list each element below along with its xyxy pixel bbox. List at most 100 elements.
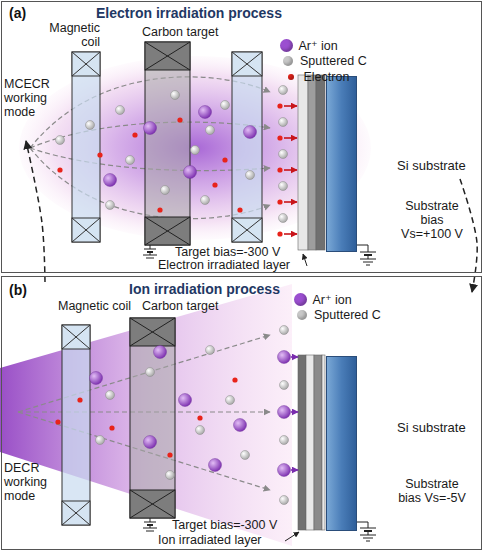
bias-supply-part [144, 522, 156, 523]
substrate-layers-part [298, 355, 306, 530]
bias-supply-part [146, 531, 154, 532]
magnetic-coil-part [62, 501, 90, 525]
bias-supply-part [360, 535, 376, 536]
bias-supply-part [150, 518, 151, 522]
bias-supply-part [363, 538, 373, 539]
substrate-layers-part [322, 355, 325, 530]
legend-swatch [280, 39, 293, 52]
magnetic-coil-part [62, 501, 90, 525]
particles-part [277, 231, 282, 236]
particles-part [201, 196, 210, 205]
magnetic-coil-part [72, 52, 100, 242]
particles-part [212, 182, 217, 187]
particles-part [116, 106, 125, 115]
particles-part [234, 419, 247, 432]
substrate-block: Si substrate [326, 356, 357, 531]
legend-swatch [283, 56, 293, 66]
particles-part [237, 207, 242, 212]
carbon-target-part [145, 42, 190, 70]
legend-entry: Sputtered C [295, 308, 381, 322]
magnetic-coil-part [232, 52, 262, 242]
bias-supply-part [143, 528, 157, 529]
particles-part [279, 86, 288, 95]
leader-line [285, 532, 299, 541]
particles-part [96, 436, 105, 445]
carbon-target-part [130, 318, 175, 346]
particles-part [184, 166, 197, 179]
magnetic-coil-part [62, 325, 90, 349]
particles-part [109, 425, 114, 430]
plasma-beam [0, 284, 292, 546]
layer-label: Electron irradiated layer [158, 259, 290, 273]
particles-part [280, 436, 289, 445]
bias-supply-part [150, 245, 151, 249]
substrate-layers-part [308, 75, 316, 250]
carbon-target-part [130, 490, 175, 518]
particles-part [97, 152, 102, 157]
particles-part [197, 415, 202, 420]
particles-part [291, 356, 298, 358]
bias-supply-part [366, 541, 370, 542]
part-label: Magnetic coil [34, 22, 100, 50]
substrate-layers-part [306, 355, 314, 530]
carbon-target-part [145, 42, 190, 245]
particles-part [277, 135, 282, 140]
carbon-target-part [130, 318, 175, 346]
particles-part [171, 91, 180, 100]
panel-title: Electron irradiation process [96, 5, 282, 21]
particles-part [232, 377, 237, 382]
mode-label: MCECR working mode [4, 78, 64, 119]
process-panel: (b)Ion irradiation processSi substrate [1, 276, 482, 550]
particles-part [284, 105, 297, 107]
particles-part [144, 436, 157, 449]
layer-label: Ion irradiated layer [158, 534, 262, 548]
magnetic-coil-part [232, 52, 262, 76]
substrate-layers-part [316, 75, 325, 250]
particles-part [86, 121, 95, 130]
bias-supply-part [360, 252, 376, 253]
legend-entry: Sputtered C [281, 54, 367, 68]
magnetic-coil-part [72, 52, 100, 76]
particles-part [132, 132, 137, 137]
magnetic-coil-part [62, 325, 90, 349]
particles-part [291, 411, 298, 413]
particles-part [226, 396, 235, 405]
mode-label: DECR working mode [4, 462, 54, 503]
carbon-target-part [145, 217, 190, 245]
legend-swatch [297, 310, 307, 320]
particles-part [157, 207, 162, 212]
substrate-layers-part [298, 75, 308, 250]
bias-label: Substrate bias Vs=-5V [398, 478, 466, 506]
magnetic-coil-part [232, 218, 262, 242]
particles-part [177, 117, 182, 122]
carbon-target-part [145, 217, 190, 245]
legend-text: Sputtered C [314, 308, 381, 322]
particles-part [280, 326, 289, 335]
particles-part [221, 101, 230, 110]
particles-part [278, 464, 291, 477]
magnetic-coil-part [72, 52, 100, 76]
bias-supply-part [368, 531, 369, 535]
carbon-target-part [145, 42, 190, 70]
particles-part [284, 233, 297, 235]
particles-part [278, 351, 291, 364]
particles-part [104, 174, 117, 187]
particles-part [284, 137, 297, 139]
magnetic-coil [62, 325, 90, 525]
particles-part [279, 150, 288, 159]
bias-supply-part [363, 262, 373, 263]
particles-part [57, 167, 62, 172]
bias-supply-part [360, 528, 376, 529]
bias-label: Substrate bias Vs=+100 V [398, 200, 466, 241]
magnetic-coil-part [232, 218, 262, 242]
bias-supply-part [368, 255, 369, 259]
carbon-target-part [145, 217, 190, 245]
particles-part [90, 372, 103, 385]
particles-part [291, 469, 298, 471]
particles-part [280, 381, 289, 390]
bias-supply-part [143, 255, 157, 256]
substrate-layers [298, 355, 325, 530]
particles-part [277, 199, 282, 204]
particles-part [179, 394, 192, 407]
particles-part [280, 496, 289, 505]
